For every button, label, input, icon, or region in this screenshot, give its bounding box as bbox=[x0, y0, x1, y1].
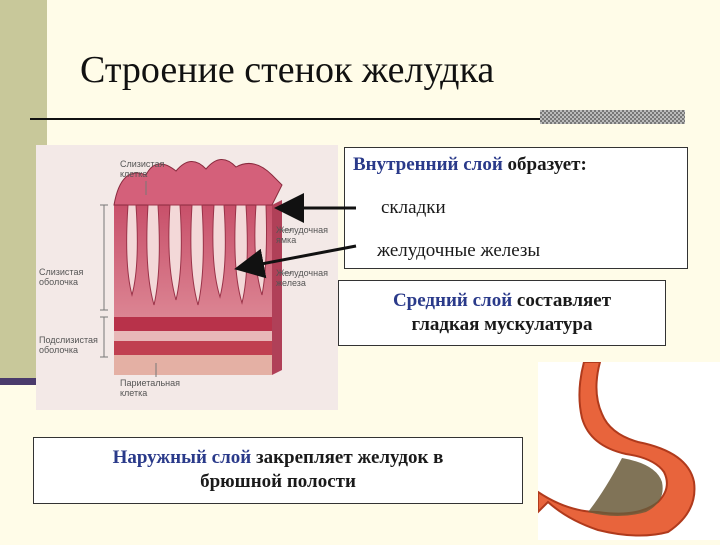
outer-layer-rest: закрепляет желудок в bbox=[251, 447, 444, 468]
label-submucosa: Подслизистая оболочка bbox=[39, 335, 98, 355]
inner-layer-rest: образует: bbox=[502, 154, 587, 175]
label-mucous-cell: Слизистая клетка bbox=[120, 159, 165, 179]
middle-layer-rest: составляет bbox=[512, 290, 612, 311]
middle-layer-term: Средний слой bbox=[392, 290, 513, 311]
middle-layer-box: Средний слой составляет гладкая мускулату… bbox=[338, 280, 666, 346]
outer-layer-box: Наружный слой закрепляет желудок в брюшно… bbox=[33, 437, 523, 504]
inner-layer-box: Внутренний слой образует: складки желудо… bbox=[344, 147, 688, 269]
label-gastric-gland: Желудочная железа bbox=[276, 268, 328, 288]
outer-layer-term: Наружный слой bbox=[112, 447, 252, 468]
left-decor-accent bbox=[0, 378, 47, 385]
stomach-drawing bbox=[537, 361, 696, 537]
inner-item-folds: складки bbox=[381, 197, 446, 218]
label-gastric-pit: Желудочная ямка bbox=[276, 225, 328, 245]
stomach-illustration bbox=[537, 361, 720, 540]
outer-layer-line2: брюшной полости bbox=[200, 471, 356, 492]
label-parietal-cell: Париетальная клетка bbox=[120, 378, 181, 398]
inner-item-glands: желудочные железы bbox=[377, 240, 541, 261]
title-rule bbox=[30, 118, 540, 120]
middle-layer-text: Средний слой составляет гладкая мускулату… bbox=[339, 281, 665, 337]
inner-layer-term: Внутренний слой bbox=[353, 154, 503, 175]
label-mucosa: Слизистая оболочка bbox=[39, 267, 84, 287]
stomach-wall-illustration: Слизистая клетка Желудочная ямка Желудоч… bbox=[36, 145, 338, 410]
middle-layer-line2: гладкая мускулатура bbox=[411, 314, 593, 335]
outer-layer-text: Наружный слой закрепляет желудок в брюшно… bbox=[34, 438, 522, 494]
title-rule-pattern bbox=[540, 110, 685, 124]
slide-title: Строение стенок желудка bbox=[80, 49, 495, 91]
inner-layer-heading: Внутренний слой образует: bbox=[353, 153, 587, 177]
